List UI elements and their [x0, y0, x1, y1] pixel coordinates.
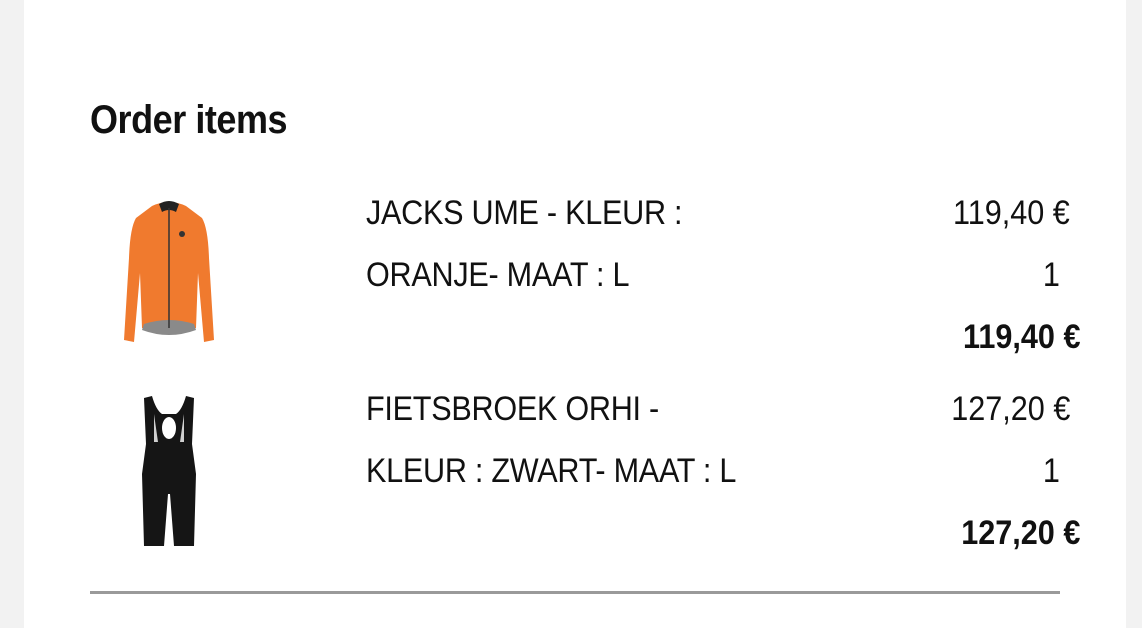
item-quantity: 1 — [1042, 256, 1060, 294]
product-image-jacket[interactable] — [104, 178, 234, 358]
item-unit-price: 127,20 € — [950, 390, 1070, 428]
item-total: 127,20 € — [960, 514, 1080, 552]
item-total: 119,40 € — [962, 318, 1080, 356]
item-unit-price: 119,40 € — [953, 194, 1070, 232]
order-items-card: Order items JACKS UME - KLEUR : ORANJE- … — [24, 0, 1126, 628]
order-item: JACKS UME - KLEUR : ORANJE- MAAT : L 119… — [24, 178, 1126, 368]
section-title: Order items — [90, 98, 288, 142]
item-quantity: 1 — [1042, 452, 1060, 490]
product-image-shorts[interactable] — [104, 374, 234, 554]
item-name[interactable]: FIETSBROEK ORHI - KLEUR : ZWART- MAAT : … — [366, 390, 737, 490]
item-name[interactable]: JACKS UME - KLEUR : ORANJE- MAAT : L — [366, 194, 683, 294]
order-item: FIETSBROEK ORHI - KLEUR : ZWART- MAAT : … — [24, 374, 1126, 564]
divider — [90, 591, 1060, 594]
